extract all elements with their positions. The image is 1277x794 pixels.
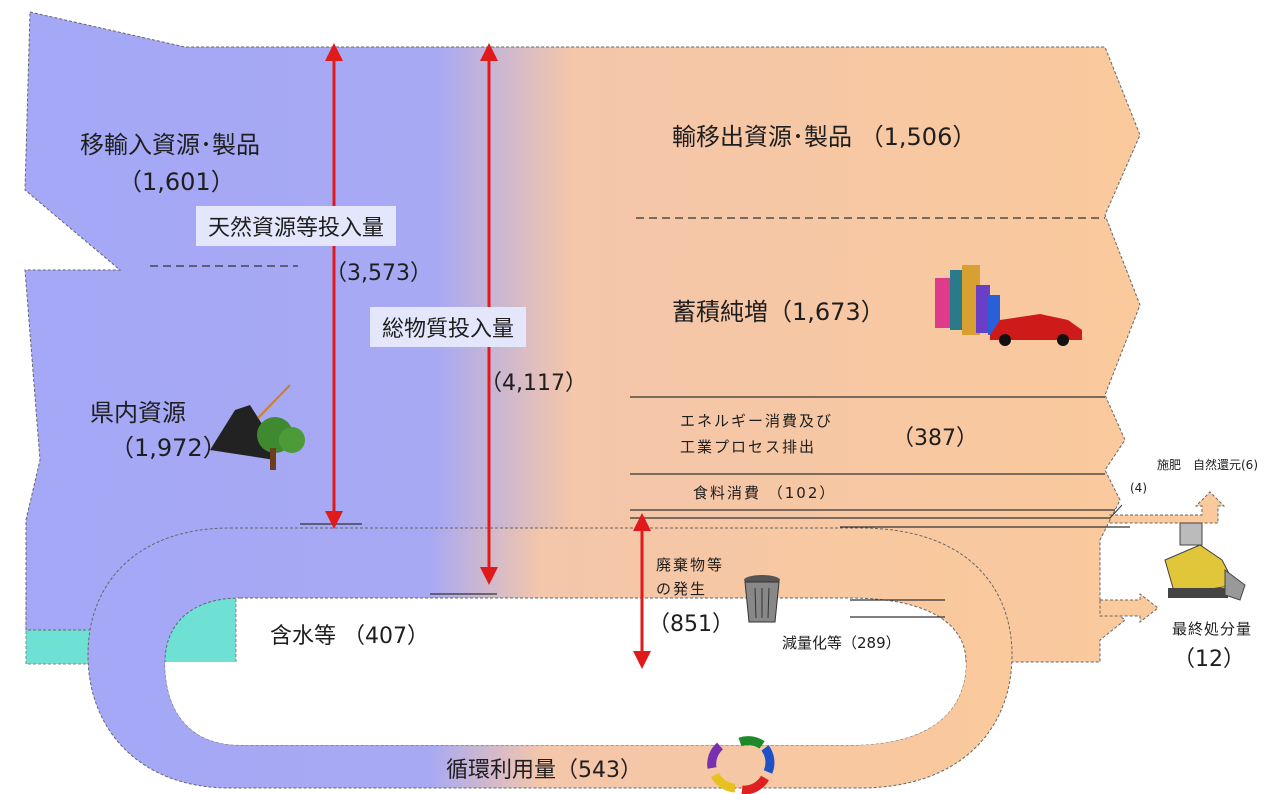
food-label: 食料消費 （102） [693, 484, 837, 502]
fertilizer-value: (4) [1130, 481, 1147, 495]
domestic-label: 県内資源 [90, 399, 186, 427]
natural-input-value: （3,573） [325, 261, 432, 286]
reduction-label: 減量化等（289） [782, 634, 901, 652]
energy-value: （387） [892, 426, 978, 451]
fertilizer-pointer [1109, 504, 1123, 519]
total-input-label: 総物質投入量 [370, 307, 527, 347]
mountain-tree-icon [210, 384, 305, 470]
loop-hole [165, 662, 966, 745]
water-label: 含水等 （407） [270, 624, 429, 649]
waste-label-line2: の発生 [656, 580, 708, 598]
separators [150, 217, 1130, 618]
waste-label-line1: 廃棄物等 [656, 556, 725, 574]
bulldozer-icon [1164, 522, 1246, 601]
recycle-icon [707, 736, 775, 794]
natural-input-label: 天然資源等投入量 [196, 206, 397, 246]
final-disposal-value: （12） [1173, 647, 1245, 672]
natural-return-label: 自然還元(6) [1193, 458, 1258, 472]
recycle-label: 循環利用量（543） [446, 758, 642, 783]
buildings-car-icon [935, 265, 1082, 346]
imports-label: 移輸入資源･製品 [80, 131, 260, 159]
final-disposal-arrow [1099, 592, 1159, 624]
main-flow-body [24, 11, 1141, 663]
accumulation-label: 蓄積純増（1,673） [672, 298, 885, 326]
total-input-value: （4,117） [480, 371, 587, 396]
energy-label-line1: エネルギー消費及び [680, 412, 834, 430]
energy-label-line2: 工業プロセス排出 [680, 438, 817, 456]
domestic-value: （1,972） [110, 434, 227, 462]
trash-can-icon [744, 575, 780, 623]
exports-label: 輸移出資源･製品 （1,506） [672, 123, 977, 151]
waste-value: （851） [648, 612, 734, 637]
final-disposal-label: 最終処分量 [1172, 620, 1253, 638]
fertilizer-label: 施肥 [1157, 458, 1182, 472]
natural-return-arrow [1109, 491, 1226, 524]
imports-value: （1,601） [118, 168, 235, 196]
